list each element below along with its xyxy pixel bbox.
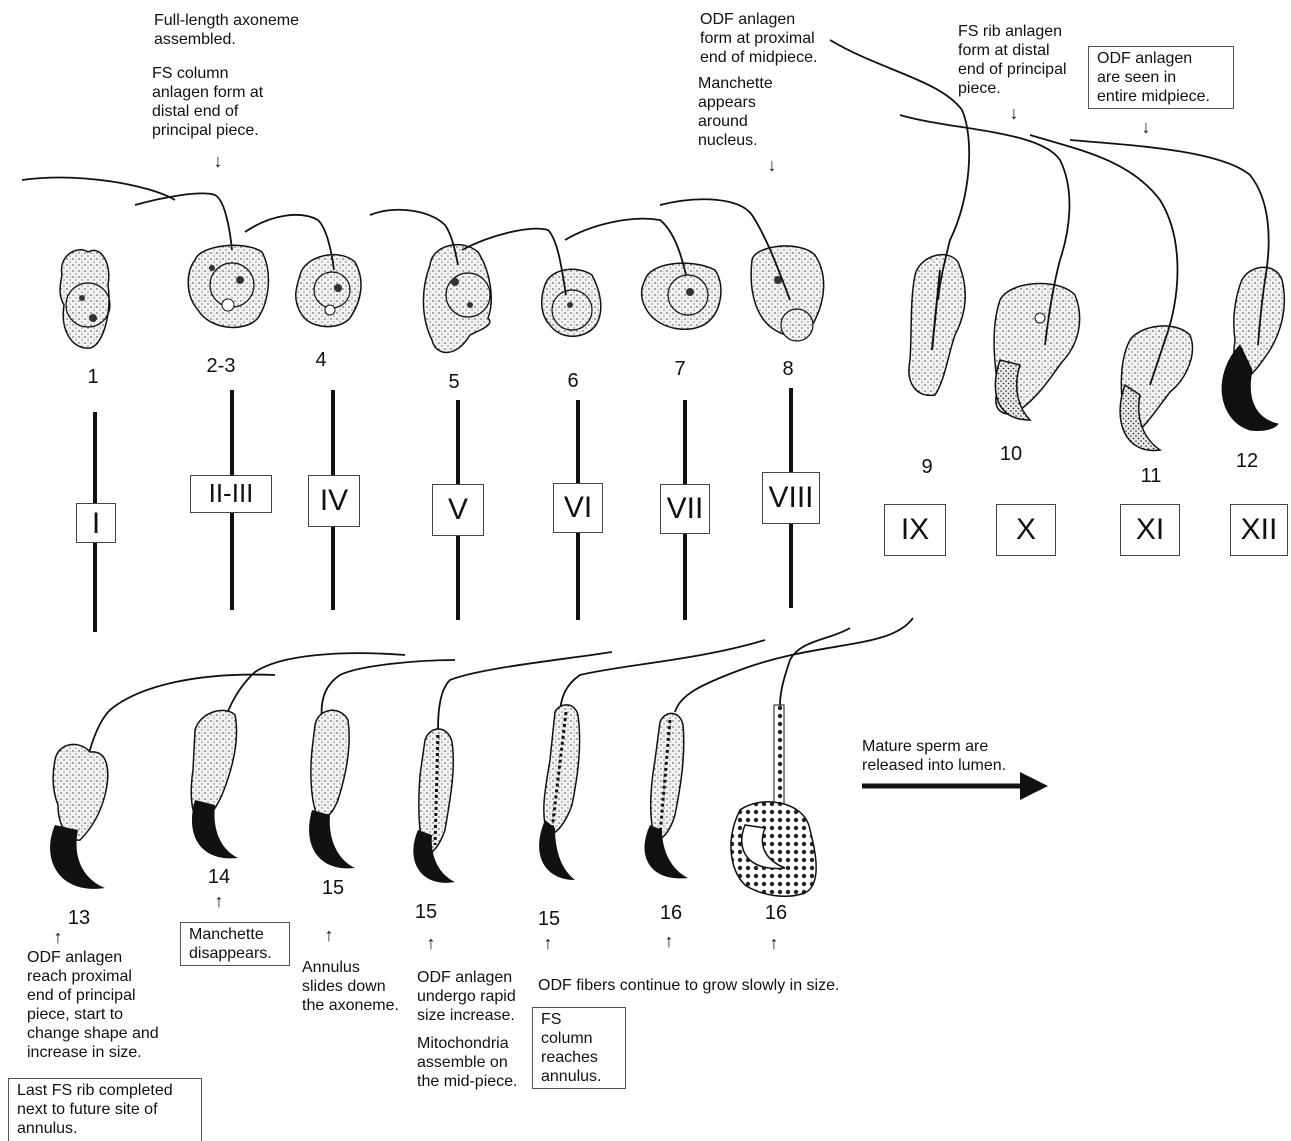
spermatid-step-14 [191, 710, 238, 858]
spermatid-step-16a [645, 713, 688, 878]
spermatid-step-15a [309, 710, 355, 868]
note-mitochondria-assemble: Mitochondria assemble on the mid-piece. [417, 1034, 518, 1091]
step-number: 13 [54, 907, 104, 929]
flagellum [560, 640, 765, 715]
stage-label: V [432, 484, 484, 536]
step-number: 4 [296, 349, 346, 371]
step-number: 15 [524, 908, 574, 930]
spermatid-step-15c [539, 705, 579, 880]
stage-label: I [76, 503, 116, 543]
step-number: 15 [401, 901, 451, 923]
spermatid-step-9 [909, 255, 965, 396]
down-arrow-icon: ↓ [1136, 118, 1156, 136]
step-number: 14 [194, 866, 244, 888]
down-arrow-icon: ↓ [762, 156, 782, 174]
note-axoneme-assembled: Full-length axoneme assembled. [154, 11, 299, 49]
spermatid-step-16b [731, 705, 816, 896]
note-manchette-appears: Manchette appears around nucleus. [698, 74, 773, 150]
up-arrow-icon: ↑ [659, 932, 679, 950]
down-arrow-icon: ↓ [1004, 104, 1024, 122]
step-number: 15 [308, 877, 358, 899]
release-arrow [862, 772, 1048, 800]
note-odf-rapid-increase: ODF anlagen undergo rapid size increase. [417, 968, 516, 1025]
spermatid-step-2-3 [188, 245, 268, 327]
spermatid-step-4 [296, 255, 361, 327]
step-number: 7 [655, 358, 705, 380]
step-number: 16 [751, 902, 801, 924]
step-number: 10 [986, 443, 1036, 465]
note-odf-entire-midpiece: ODF anlagen are seen in entire midpiece. [1088, 46, 1234, 109]
stage-label: VII [660, 484, 710, 534]
flagellum [780, 628, 850, 705]
step-number: 9 [902, 456, 952, 478]
spermatid-step-7 [642, 263, 721, 329]
note-manchette-disappears: Manchette disappears. [180, 922, 290, 966]
spermatid-step-11 [1120, 326, 1192, 451]
note-odf-anlagen-proximal: ODF anlagen form at proximal end of midp… [700, 10, 817, 67]
spermatid-step-1 [60, 250, 110, 348]
up-arrow-icon: ↑ [538, 934, 558, 952]
note-fs-column-reaches-annulus: FS column reaches annulus. [532, 1007, 626, 1089]
step-number: 8 [763, 358, 813, 380]
stage-label: X [996, 504, 1056, 556]
stage-label: XII [1230, 504, 1288, 556]
spermatid-step-6 [542, 269, 601, 336]
up-arrow-icon: ↑ [48, 928, 68, 946]
step-number: 1 [68, 366, 118, 388]
flagellum [675, 618, 913, 712]
spermatid-step-10 [994, 284, 1080, 420]
note-fs-column-anlagen: FS column anlagen form at distal end of … [152, 64, 263, 140]
flagellum [322, 660, 455, 720]
up-arrow-icon: ↑ [421, 934, 441, 952]
note-odf-reach-principal-piece: ODF anlagen reach proximal end of princi… [27, 948, 159, 1062]
note-odf-grow-slowly: ODF fibers continue to grow slowly in si… [538, 976, 839, 995]
up-arrow-icon: ↑ [319, 926, 339, 944]
flagellum [22, 178, 175, 200]
step-number: 12 [1222, 450, 1272, 472]
stage-label: II-III [190, 475, 272, 513]
note-last-fs-rib: Last FS rib completed next to future sit… [8, 1078, 202, 1141]
up-arrow-icon: ↑ [209, 892, 229, 910]
spermatid-step-13 [50, 744, 108, 888]
flagellum [135, 193, 232, 250]
step-number: 16 [646, 902, 696, 924]
step-number: 11 [1126, 465, 1176, 487]
stage-label: VI [553, 483, 603, 533]
flagellum [80, 675, 275, 800]
note-annulus-slides: Annulus slides down the axoneme. [302, 958, 399, 1015]
down-arrow-icon: ↓ [208, 152, 228, 170]
note-fs-rib-anlagen: FS rib anlagen form at distal end of pri… [958, 22, 1067, 98]
stage-label: IX [884, 504, 946, 556]
flagellum [438, 652, 612, 730]
spermatid-step-15b [413, 729, 455, 883]
step-number: 2-3 [196, 355, 246, 377]
note-mature-sperm-released: Mature sperm are released into lumen. [862, 737, 1006, 775]
step-number: 5 [429, 371, 479, 393]
step-number: 6 [548, 370, 598, 392]
spermatid-step-12 [1222, 267, 1284, 430]
up-arrow-icon: ↑ [764, 934, 784, 952]
stage-label: VIII [762, 472, 820, 524]
stage-label: XI [1120, 504, 1180, 556]
stage-label: IV [308, 475, 360, 527]
